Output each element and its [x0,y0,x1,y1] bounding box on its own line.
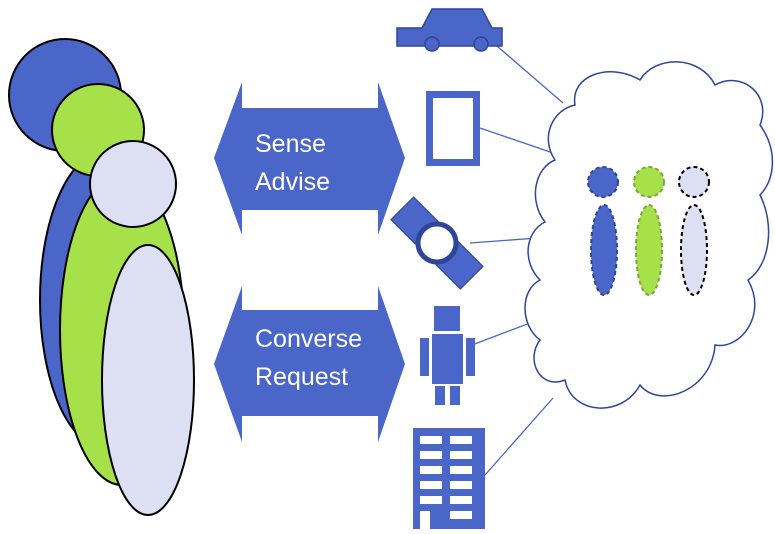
robot-head [434,306,460,331]
blue-person-icon [587,166,619,296]
lavender-person [89,140,195,516]
sense-advise-arrow-shape [214,82,405,235]
converse-request-arrow: Converse Request [214,286,405,442]
robot-right-arm [466,338,475,376]
car-icon [396,8,503,52]
watch-connection-line [469,237,539,244]
building-window [420,436,442,444]
car-rear-wheel [473,36,489,52]
watch-face [415,221,459,265]
robot-torso [432,334,463,384]
robot-icon [420,306,475,405]
building-door [420,511,430,529]
car-front-wheel [424,36,440,52]
people-group [8,38,195,516]
green-person-icon-body [635,204,663,296]
lavender-person-head [89,140,177,228]
building-window [450,496,472,504]
building-connection-line [484,397,554,476]
building-icon [413,428,485,529]
robot-right-leg [450,386,460,405]
green-person-icon [633,166,665,296]
building-window [420,496,442,504]
lavender-person-icon-body [680,204,708,296]
building-window [420,466,442,474]
blue-person-icon-head [587,166,619,198]
sense-label: Sense [255,130,326,158]
building-windows [420,436,472,529]
building-window [450,511,472,519]
building-window [420,451,442,459]
building-window [450,481,472,489]
robot-connection-line [471,319,539,346]
building-window [420,481,442,489]
sense-advise-arrow: Sense Advise [214,82,405,235]
green-person-icon-head [633,166,665,198]
car-connection-line [489,39,564,104]
lavender-person-icon-head [678,166,710,198]
converse-label: Converse [255,325,362,353]
robot-left-leg [435,386,445,405]
lavender-person-icon [678,166,710,296]
cloud [524,61,774,409]
connection-lines [469,39,564,476]
building-window [450,451,472,459]
blue-person-icon-body [590,204,618,296]
converse-request-arrow-shape [214,286,405,442]
tablet-screen [433,98,473,159]
request-label: Request [255,363,348,391]
lavender-person-body [101,244,195,516]
watch-icon [390,196,484,290]
building-window [450,436,472,444]
building-window [450,466,472,474]
tablet-connection-line [479,127,554,154]
tablet-icon [426,91,480,166]
advise-label: Advise [255,168,330,196]
robot-left-arm [420,338,429,376]
